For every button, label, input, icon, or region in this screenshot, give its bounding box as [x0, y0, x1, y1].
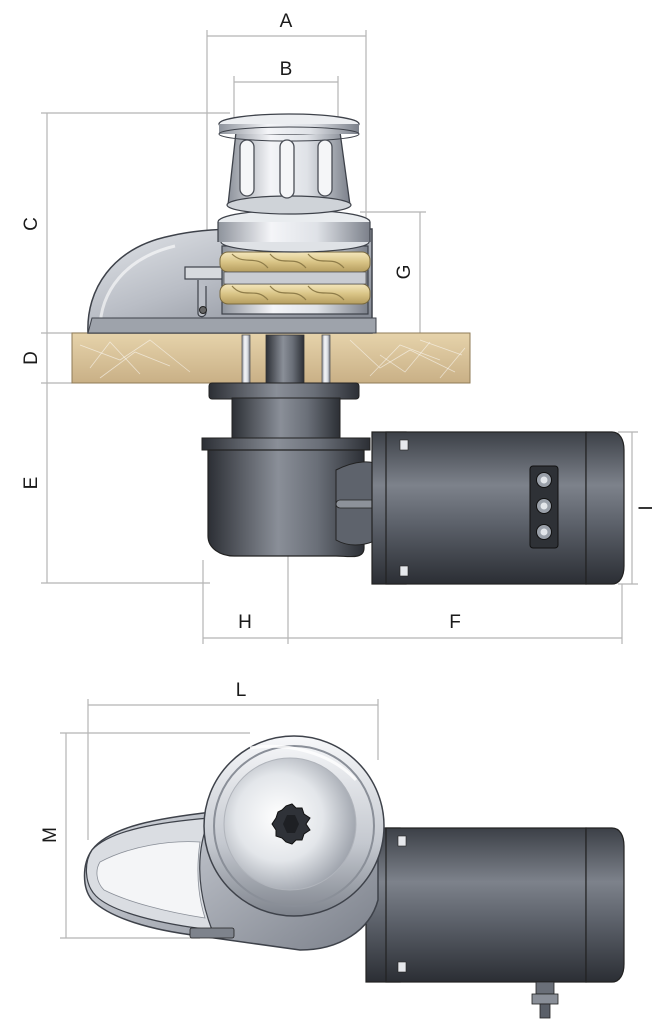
dim-label-c: C: [21, 217, 42, 231]
dim-label-b: B: [280, 59, 293, 80]
dim-label-h: H: [238, 612, 252, 633]
dim-label-a: A: [280, 11, 293, 32]
dim-label-d: D: [21, 351, 42, 365]
dimension-lines-top-view: [60, 699, 379, 939]
dim-label-e: E: [21, 477, 42, 490]
dim-label-i: I: [636, 505, 657, 510]
windlass-top-view: [83, 735, 625, 1019]
dim-label-l: L: [236, 680, 247, 701]
dimension-letters: A B C D E G I H F L M: [21, 11, 657, 843]
mounting-studs: [241, 334, 331, 384]
dim-label-m: M: [40, 827, 61, 843]
gearbox: [201, 397, 383, 558]
terminal-block-icon: [529, 465, 559, 549]
dim-label-g: G: [394, 265, 415, 280]
chain-gypsy-icon: [219, 231, 371, 315]
capstan-drum-icon: [218, 113, 360, 215]
motor-top-view: [365, 827, 625, 1019]
gypsy-top-view: [203, 735, 385, 917]
dim-label-f: F: [449, 612, 461, 633]
windlass-side-view: [71, 113, 625, 585]
dimension-lines-side-view: [41, 30, 638, 644]
electric-motor-icon: [371, 431, 625, 585]
